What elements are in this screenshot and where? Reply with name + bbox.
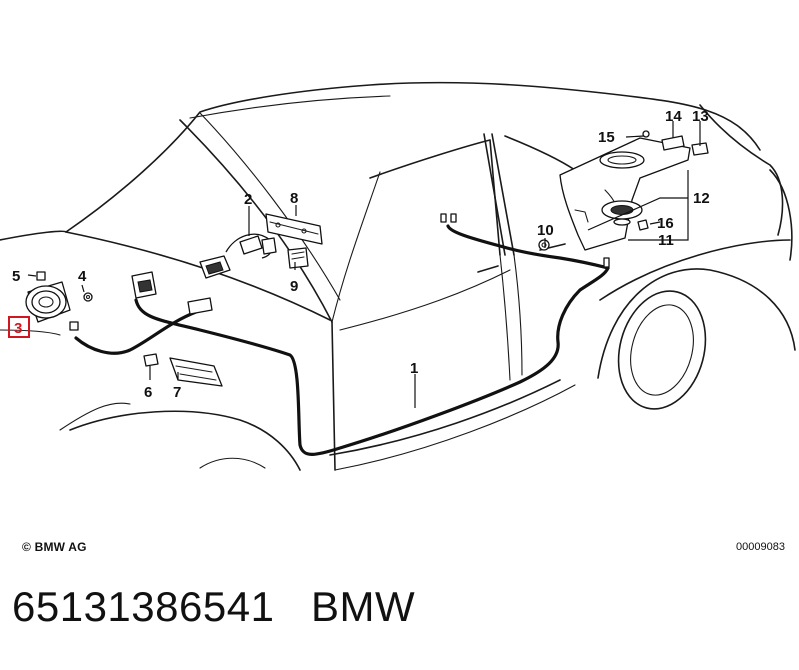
callout-3-highlight-box xyxy=(8,316,30,338)
leader-lines xyxy=(27,121,701,408)
document-number: 00009083 xyxy=(736,541,785,553)
callout-8: 8 xyxy=(290,190,298,207)
callout-10: 10 xyxy=(537,222,554,239)
part-number-caption: 65131386541 BMW xyxy=(12,583,416,630)
radio-components xyxy=(199,213,323,279)
copyright-notice: © BMW AG xyxy=(22,540,87,554)
car-outline xyxy=(0,81,796,471)
clip-10 xyxy=(538,239,550,251)
callout-labels: 1 2 3 4 5 6 7 8 9 10 11 12 13 14 15 16 xyxy=(8,108,710,401)
callout-16: 16 xyxy=(657,215,674,232)
callout-1: 1 xyxy=(410,360,418,377)
rear-speaker-housing xyxy=(559,130,709,251)
callout-2: 2 xyxy=(244,191,252,208)
callout-7: 7 xyxy=(173,384,181,401)
callout-9: 9 xyxy=(290,278,298,295)
callout-3: 3 xyxy=(14,320,22,337)
callout-14: 14 xyxy=(665,108,682,125)
callout-12: 12 xyxy=(693,190,710,207)
front-speaker xyxy=(25,271,93,331)
callout-5: 5 xyxy=(12,268,20,285)
callout-6: 6 xyxy=(144,384,152,401)
parts-diagram: 1 2 3 4 5 6 7 8 9 10 11 12 13 14 15 16 xyxy=(0,81,796,471)
callout-4: 4 xyxy=(78,268,87,285)
wiring-harness xyxy=(74,213,610,456)
dashboard-connectors xyxy=(131,271,223,387)
callout-13: 13 xyxy=(692,108,709,125)
callout-15: 15 xyxy=(598,129,615,146)
callout-11: 11 xyxy=(658,232,674,249)
